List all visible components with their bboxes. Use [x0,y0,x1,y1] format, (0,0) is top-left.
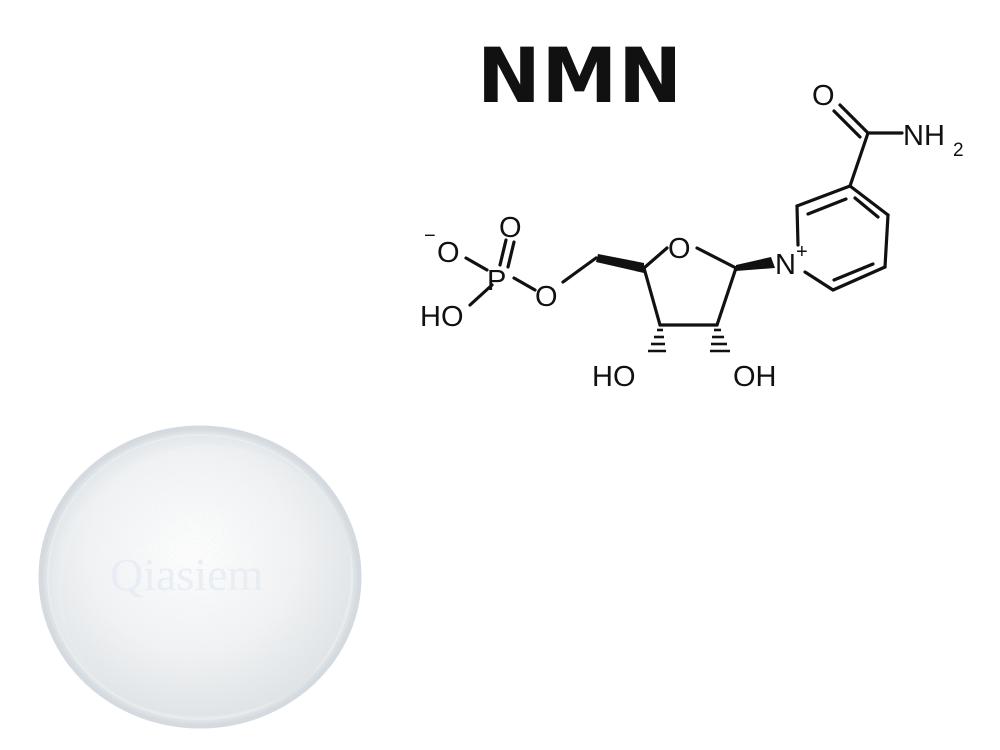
atom-o-ester: O [535,281,558,313]
atom-o-anion: O [437,237,460,269]
atom-o-carbonyl: O [812,80,835,112]
atom-nh2: NH [903,120,945,152]
atom-p: P [487,265,506,297]
powder-dish-photo: Qiasiem [38,425,362,729]
atom-nh2-subscript: 2 [953,140,964,161]
photo-watermark: Qiasiem [110,549,264,600]
atom-o-ring: O [668,233,691,265]
structure-bonds [464,103,904,353]
atom-ho-c3: HO [592,361,636,393]
atom-o-anion-charge: − [424,225,436,247]
atom-o-phosphoryl: O [499,212,522,244]
atom-n-charge: + [796,241,808,263]
atom-n-pyridinium: N [775,249,796,281]
page-title: NMN [477,31,683,120]
structure-atom-labels: O NH 2 N + O O P O O − HO HO OH [420,80,964,393]
atom-ho-phosphate: HO [420,301,464,333]
atom-oh-c2: OH [733,361,777,393]
